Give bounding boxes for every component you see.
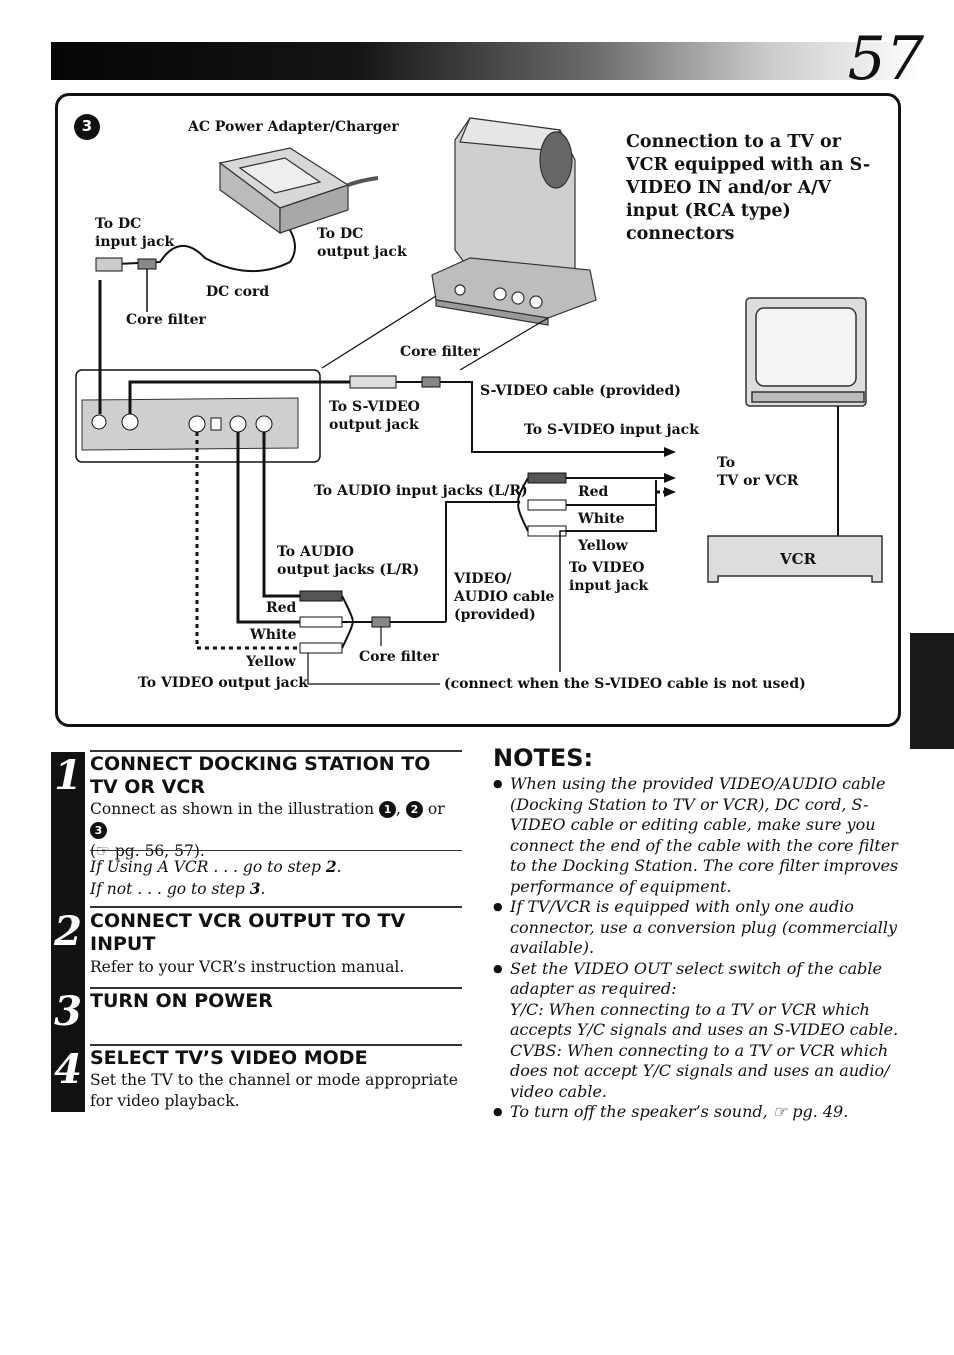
step-1-conditions: If Using A VCR . . . go to step 2. If no… [90,857,342,898]
white-lead-left [236,432,300,624]
dc-cord-label: DC cord [206,284,270,300]
to-audio-output-label: To AUDIO output jacks (L/R) [277,544,420,578]
core-filter-svideo [421,376,441,388]
svideo-output-jack [121,413,139,431]
notes-list: When using the provided VIDEO/AUDIO cabl… [493,774,913,1123]
if-not-text: If not . . . go to step [90,880,245,898]
step-3-rule [90,987,462,989]
audio-white-jack [229,415,247,433]
audio-red-jack [255,415,273,433]
step-1-heading: Connect Docking Station to TV or VCR [90,753,431,798]
step-2-heading: Connect VCR output to TV input [90,910,406,955]
dc-input-jack [91,414,107,430]
step-3-number: 3 [54,988,82,1035]
dc-plug [95,257,123,272]
video-output-jack [188,415,206,433]
yellow-lead-left [195,432,300,650]
red-lead-left [262,432,300,598]
to-svideo-output-label: To S-VIDEO output jack [329,399,420,433]
svideo-cable-label: S-VIDEO cable (provided) [480,383,681,399]
step-3-heading: Turn On Power [90,990,273,1012]
core-filter-dc [137,258,157,270]
red-left-label: Red [266,600,297,616]
diagram-step-badge: 3 [81,117,93,135]
step-1-body: Connect as shown in the illustration 1, … [90,799,462,862]
step-1-number: 1 [54,752,82,799]
white-right-label: White [578,511,625,527]
yellow-right-label: Yellow [578,538,628,554]
connection-diagram-frame [55,93,901,727]
to-svideo-input-label: To S-VIDEO input jack [524,422,699,438]
step-1-body-suffix: (☞ pg. 56, 57). [90,842,205,860]
core-filter-label-1: Core filter [126,312,206,328]
core-filter-label-3: Core filter [359,649,439,665]
to-video-output-label: To VIDEO output jack [138,675,308,691]
jack-panel-frame [75,369,321,463]
note-item: When using the provided VIDEO/AUDIO cabl… [493,774,913,897]
if-vcr-step: 2 [325,857,337,876]
step-1-rule [90,750,462,752]
step-4-rule [90,1044,462,1046]
video-audio-cable-label: VIDEO/ AUDIO cable (provided) [454,571,555,623]
note-item: Set the VIDEO OUT select switch of the c… [493,959,913,1103]
note-item: If TV/VCR is equipped with only one audi… [493,897,913,959]
to-audio-input-label: To AUDIO input jacks (L/R) [314,483,528,499]
step-1-divider [90,850,462,851]
core-filter-label-2: Core filter [400,344,480,360]
to-video-input-label: To VIDEO input jack [569,560,649,594]
note-item: To turn off the speaker’s sound, ☞ pg. 4… [493,1102,913,1123]
step-2-rule [90,906,462,908]
camcorder-dock-illustration [431,117,597,326]
to-tv-or-vcr-label: To TV or VCR [717,455,799,489]
svideo-cable [128,380,350,414]
step-ref-1: 1 [379,801,397,818]
dc-cord [115,229,296,272]
section-side-tab [910,633,954,749]
vcr-illustration [707,535,883,583]
step-ref-sep: , [396,800,401,818]
vcr-label: VCR [780,550,817,568]
step-ref-or: or [427,800,445,818]
step-2-body: Refer to your VCR’s instruction manual. [90,958,405,976]
diagram-title: Connection to a TV or VCR equipped with … [626,132,871,244]
yellow-left-label: Yellow [246,654,296,670]
connect-note-label: (connect when the S-VIDEO cable is not u… [444,676,806,692]
step-ref-2: 2 [405,801,423,818]
ac-adapter-illustration [218,147,379,235]
steps-black-bar [51,752,85,1112]
step-4-number: 4 [54,1046,82,1093]
to-dc-input-label: To DC input jack [95,216,175,250]
core-filter-av [371,616,391,628]
if-vcr-text: If Using A VCR . . . go to step [90,858,321,876]
notes-title: NOTES: [493,744,594,772]
step-badge-circle [74,114,100,140]
step-4-heading: Select TV’s video mode [90,1047,368,1069]
white-left-label: White [250,627,297,643]
tv-illustration [745,297,867,407]
red-right-label: Red [578,484,609,500]
step-2-number: 2 [54,908,82,955]
header-gradient-bar [51,42,921,80]
page-number: 57 [847,24,924,94]
connection-diagram [74,114,883,685]
to-dc-output-label: To DC output jack [317,226,407,260]
if-not-step: 3 [249,879,261,898]
step-1-body-prefix: Connect as shown in the illustration [90,800,375,818]
ac-adapter-label: AC Power Adapter/Charger [188,119,399,135]
step-ref-3: 3 [90,822,107,839]
step-4-body: Set the TV to the channel or mode approp… [90,1071,458,1110]
